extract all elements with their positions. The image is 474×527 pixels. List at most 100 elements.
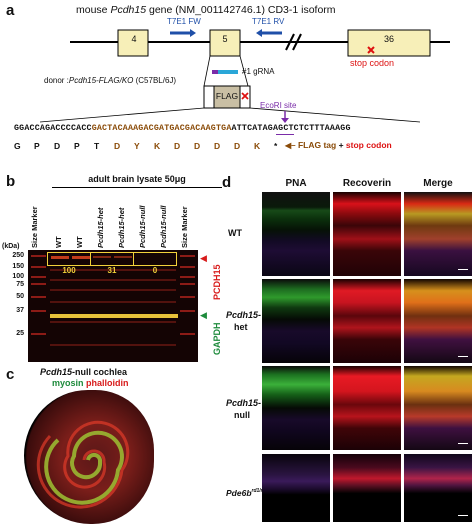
ecori-label: EcoRI site [260, 101, 297, 110]
aa-1: G [14, 141, 21, 151]
aa-6: D [114, 141, 121, 151]
aa-13: K [254, 141, 261, 151]
gapdh-band [50, 314, 178, 318]
quant-box-null [133, 252, 177, 266]
col-header-merge: Merge [423, 178, 453, 189]
aa-11: D [214, 141, 221, 151]
scale-bar-pde6b [458, 514, 468, 516]
pcdh15-arrow-icon: ◀ [200, 253, 207, 263]
img-het-recoverin [333, 279, 401, 363]
panel-b-letter: b [6, 173, 16, 190]
seq-downstream: ATTCATAGAGCTCTCTTTAAAGG [231, 124, 351, 133]
donor-left-arm [203, 85, 215, 109]
lane-label-8: Size Marker [180, 206, 189, 248]
western-blot: 100 31 0 [28, 250, 198, 362]
gene-title: mouse Pcdh15 gene (NM_001142746.1) CD3-1… [76, 4, 336, 16]
primer-rv-arrow-icon [256, 29, 282, 37]
img-pde6b-recoverin [333, 454, 401, 522]
scale-bar-wt [458, 268, 468, 270]
grna-pam-bar [212, 70, 218, 74]
dna-sequence: GGACCAGACCCCACCGACTACAAAGACGATGACGACAAGT… [14, 124, 351, 133]
exon-4-box [117, 29, 149, 57]
blot-header: adult brain lysate 50μg [88, 174, 186, 184]
lane-label-2: WT [54, 236, 63, 248]
aa-10: D [194, 141, 201, 151]
stain-phalloidin: phalloidin [86, 378, 129, 388]
cochlea-title: Pcdh15-null cochlea [40, 367, 127, 377]
gapdh-arrow-icon: ◀ [200, 310, 207, 320]
col-header-pna: PNA [285, 178, 307, 189]
lane-label-7: Pcdh15-null [159, 205, 168, 248]
aa-7: Y [134, 141, 140, 151]
marker-250: 250 [12, 252, 24, 259]
lane-label-3: WT [75, 236, 84, 248]
gapdh-label: GAPDH [212, 322, 222, 355]
img-pde6b-pna [262, 454, 330, 522]
quant-box-het [90, 252, 134, 266]
pcdh15-label: PCDH15 [212, 264, 222, 300]
row-label-wt: WT [228, 228, 242, 238]
aa-12: D [234, 141, 241, 151]
lane-label-6: Pcdh15-null [138, 205, 147, 248]
row-label-null-1: Pcdh15- [226, 398, 262, 408]
marker-50: 50 [16, 293, 24, 300]
seq-connector-left [39, 107, 205, 123]
cochlea-image [24, 390, 154, 524]
aa-stop: * [274, 141, 278, 151]
gene-title-gene: Pcdh15 [110, 4, 147, 16]
img-het-merge [404, 279, 472, 363]
img-null-pna [262, 366, 330, 450]
stop-codon-cross-icon [367, 46, 375, 54]
cochlea-stains: myosin phalloidin [52, 378, 129, 388]
stain-myosin: myosin [52, 378, 84, 388]
img-het-pna [262, 279, 330, 363]
aa-2: P [34, 141, 40, 151]
panel-d-letter: d [222, 174, 232, 191]
donor-connector-left [203, 55, 211, 87]
legend-arrow-icon: ◀– [285, 141, 296, 150]
img-wt-merge [404, 192, 472, 276]
panel-c-letter: c [6, 366, 15, 383]
seq-connector-right [249, 107, 421, 123]
exon-5-box [209, 29, 241, 57]
img-pde6b-merge [404, 454, 472, 522]
img-null-recoverin [333, 366, 401, 450]
quant-value-null: 0 [152, 266, 158, 275]
marker-150: 150 [12, 263, 24, 270]
img-wt-pna [262, 192, 330, 276]
row-label-het-2: het [234, 322, 248, 332]
break-icon [285, 33, 302, 51]
gene-title-suffix: gene (NM_001142746.1) CD3-1 isoform [146, 4, 336, 16]
img-wt-recoverin [333, 192, 401, 276]
aa-5: T [94, 141, 100, 151]
seq-upstream: GGACCAGACCCCACC [14, 124, 92, 133]
exon-36-label: 36 [383, 34, 394, 44]
aa-4: P [74, 141, 80, 151]
gene-title-prefix: mouse [76, 4, 111, 16]
row-label-het-1: Pcdh15- [226, 310, 262, 320]
row-label-pde6b: Pde6brd1/rd1 [226, 488, 268, 498]
gene-diagram [39, 29, 450, 123]
primer-fw-label: T7E1 FW [167, 17, 201, 26]
row-label-pde6b-gene: Pde6b [226, 488, 252, 498]
exon-4-label: 4 [131, 34, 137, 44]
quant-value-wt: 100 [62, 266, 76, 275]
row-label-pde6b-allele: rd1/rd1 [251, 488, 269, 495]
marker-75: 75 [16, 281, 24, 288]
aa-legend: ◀– FLAG tag + stop codon [285, 140, 392, 150]
aa-9: D [174, 141, 181, 151]
legend-flag: FLAG tag [297, 140, 337, 150]
grna-bar [218, 70, 238, 74]
marker-25: 25 [16, 330, 24, 337]
row-label-null-2: null [234, 410, 250, 420]
aa-3: D [54, 141, 61, 151]
seq-flag: GACTACAAAGACGATGACGACAAGTGA [91, 124, 232, 133]
donor-stop-cross-icon [241, 92, 249, 100]
quant-value-het: 31 [107, 266, 117, 275]
lane-label-1: Size Marker [30, 206, 39, 248]
blot-header-line [52, 187, 222, 188]
quant-box-wt [47, 252, 91, 266]
legend-plus: + [336, 140, 346, 150]
cochlea-spiral [36, 420, 130, 509]
blot-bands [31, 255, 195, 346]
